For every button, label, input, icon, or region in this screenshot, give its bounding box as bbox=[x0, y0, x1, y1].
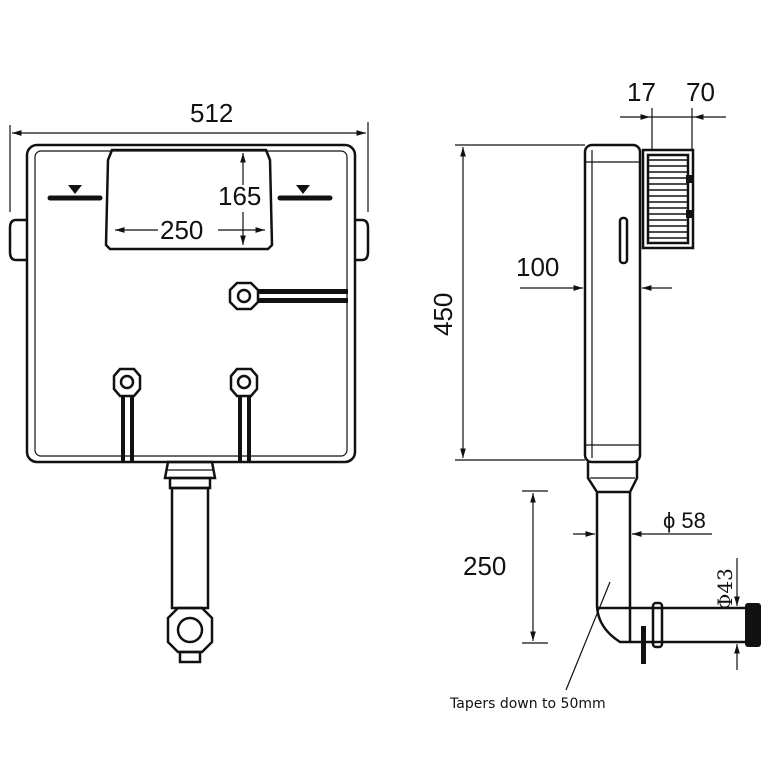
depth-label: 100 bbox=[516, 252, 559, 282]
depth-b-label: 70 bbox=[686, 77, 715, 107]
side-inlet-fitting bbox=[228, 281, 348, 311]
width-label: 512 bbox=[190, 98, 233, 128]
height-label: 450 bbox=[428, 293, 458, 336]
left-lug bbox=[8, 218, 27, 262]
side-outlet-pipe bbox=[586, 462, 761, 664]
side-view: 17 70 100 450 ϕ 58 2 bbox=[428, 77, 761, 712]
water-level-symbol-left bbox=[47, 185, 103, 201]
access-panel bbox=[104, 148, 274, 251]
bottom-inlet-fitting-left bbox=[112, 367, 142, 462]
mounting-frame bbox=[641, 148, 695, 250]
outlet-drop-label: 250 bbox=[463, 551, 506, 581]
outlet-diameter-label: ϕ 58 bbox=[663, 508, 706, 533]
side-body bbox=[583, 143, 642, 464]
taper-leader-line bbox=[565, 581, 611, 691]
bottom-inlet-fitting-right bbox=[229, 367, 259, 462]
depth-a-label: 17 bbox=[627, 77, 656, 107]
front-outlet-pipe bbox=[163, 460, 217, 664]
tank-outline bbox=[25, 143, 357, 464]
taper-note: Tapers down to 50mm bbox=[449, 696, 606, 712]
right-lug bbox=[355, 218, 370, 262]
panel-height-label: 165 bbox=[218, 181, 261, 211]
connector-diameter-label: Φ43 bbox=[713, 568, 737, 610]
panel-width-label: 250 bbox=[160, 215, 203, 245]
water-level-symbol-right bbox=[277, 185, 333, 201]
side-slot bbox=[618, 216, 629, 265]
front-view: 512 165 250 bbox=[8, 98, 370, 664]
